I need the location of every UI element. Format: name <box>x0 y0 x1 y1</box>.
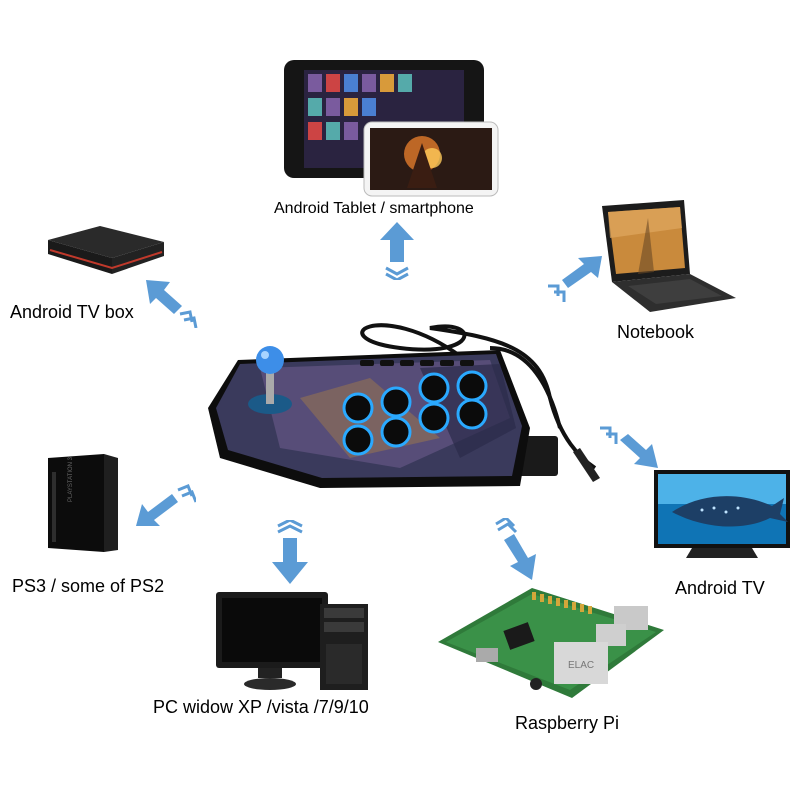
notebook-image <box>598 198 738 314</box>
pc-arrow-icon <box>270 520 310 584</box>
android-tv-label: Android TV <box>675 578 765 598</box>
tablet-label: Android Tablet / smartphone <box>274 200 474 217</box>
tvbox-label: Android TV box <box>10 302 134 322</box>
ps3-image: PLAYSTATION 3 <box>42 452 122 556</box>
raspberry-arrow-icon <box>494 518 538 580</box>
ps3-arrow-icon <box>136 482 196 528</box>
ps3-label: PS3 / some of PS2 <box>12 576 165 596</box>
androidtv-arrow-icon <box>598 426 660 470</box>
notebook-arrow-icon <box>546 256 602 302</box>
pc-image <box>214 590 374 694</box>
raspberry-label: Raspberry Pi <box>515 713 620 733</box>
tvbox-arrow-icon <box>146 278 198 328</box>
raspberry-image: ELAC <box>436 586 668 702</box>
svg-text:PLAYSTATION 3: PLAYSTATION 3 <box>68 456 74 502</box>
arcade-stick-image <box>200 308 620 498</box>
tablet-image <box>282 58 504 198</box>
tvbox-image <box>44 222 166 282</box>
pc-label: PC widow XP /vista /7/9/10 <box>153 697 369 717</box>
notebook-label: Notebook <box>617 322 695 342</box>
rpi-brand-text: ELAC <box>568 660 594 671</box>
android-tv-image <box>652 462 792 562</box>
tablet-arrow-icon <box>380 222 414 280</box>
